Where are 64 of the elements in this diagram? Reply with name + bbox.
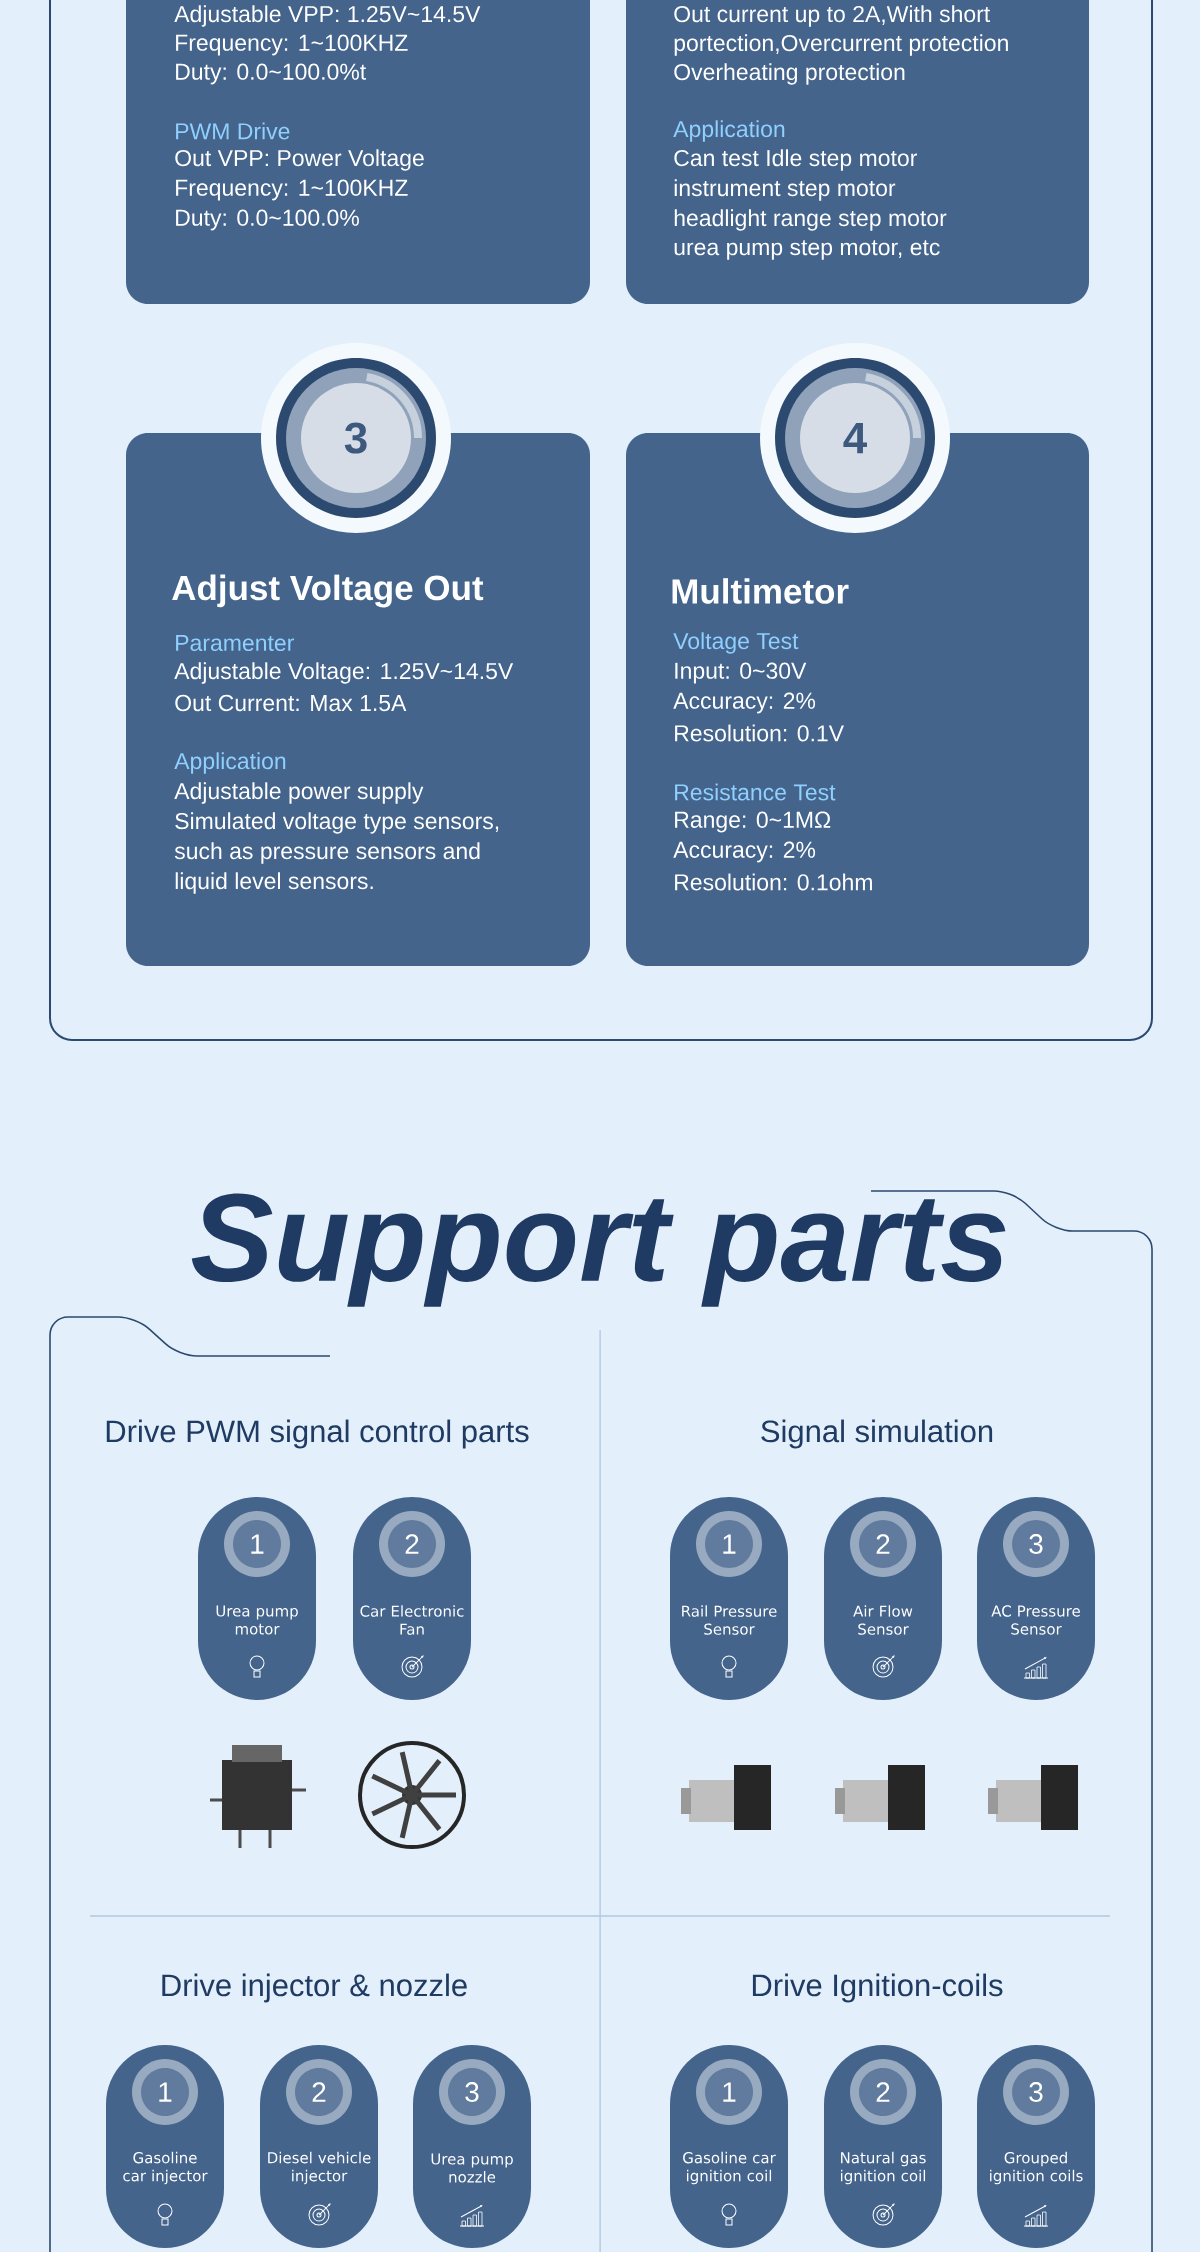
spec-text: portection,Overcurrent protection [674,34,1008,56]
part-label: Diesel vehicle injector [268,2151,371,2185]
part-card [413,2045,531,2249]
spec-text: Out Current: Max 1.5A [175,694,407,712]
part-card [106,2045,224,2249]
subheading: Application [174,752,286,774]
section-heading: Drive PWM signal control parts [106,1419,529,1449]
subheading: Paramenter [176,635,294,652]
spec-text: Duty: 0.0~100.0% [176,209,359,231]
spec-text: Duty: 0.0~100.0%t [176,63,366,85]
part-label: Air Flow Sensor [853,1605,913,1635]
part-label: Grouped ignition coils [990,2151,1083,2185]
section-heading: Drive injector & nozzle [162,1973,467,2003]
part-card [977,2045,1095,2249]
spec-text: headlight range step motor [674,209,947,231]
subheading: Application [673,120,785,142]
spec-text: instrument step motor [674,179,896,201]
card-title: Adjust Voltage Out [172,574,484,608]
spec-text: Frequency: 1~100KHZ [176,34,408,56]
part-card [977,1497,1095,1700]
part-card [353,1497,471,1700]
part-card [260,2045,378,2249]
spec-text: urea pump step motor, etc [674,240,940,260]
section-heading: Signal simulation [761,1419,993,1449]
page-title: Support parts [191,1193,1006,1307]
spec-text: Simulated voltage type sensors, [175,812,499,834]
section-heading: Drive Ignition-coils [752,1973,1003,2003]
part-label: Gasoline car injector [123,2151,208,2185]
part-label: Gasoline car ignition coil [683,2151,776,2185]
spec-text: Adjustable VPP: 1.25V~14.5V [174,5,481,27]
spec-text: Range: 0~1MΩ [675,811,831,833]
spec-text: Input: 0~30V [675,662,807,684]
subheading: Voltage Test [673,632,799,654]
number-badge: 4 [760,343,950,533]
part-card [198,1497,316,1700]
spec-card [126,0,590,304]
spec-text: Out current up to 2A,With short [674,5,991,27]
part-label: Rail Pressure Sensor [682,1605,777,1635]
subheading: PWM Drive [176,122,290,140]
spec-text: Can test Idle step motor [674,149,917,171]
part-label: Car Electronic Fan [360,1605,464,1635]
part-label: Urea pump motor [216,1605,298,1635]
part-card [824,2045,942,2249]
spec-text: Resolution: 0.1V [675,724,844,742]
subheading: Resistance Test [675,783,836,801]
spec-text: Accuracy: 2% [673,841,816,863]
spec-text: Adjustable Voltage: 1.25V~14.5V [174,662,514,684]
spec-text: Resolution: 0.1ohm [675,873,872,891]
spec-text: Out VPP: Power Voltage [175,149,424,171]
number-badge: 3 [261,343,451,533]
card-title: Multimetor [672,578,849,604]
part-label: Natural gas ignition coil [841,2151,926,2185]
part-label: Urea pump nozzle [431,2153,513,2183]
part-label: AC Pressure Sensor [991,1605,1080,1635]
spec-text: liquid level sensors. [175,872,373,894]
spec-text: Accuracy: 2% [673,692,816,714]
spec-card [626,0,1089,304]
spec-text: Adjustable power supply [174,782,424,804]
spec-text: Overheating protection [674,63,905,85]
spec-text: Frequency: 1~100KHZ [176,179,408,201]
part-card [824,1497,942,1700]
part-card [670,1497,788,1700]
part-card [670,2045,788,2249]
spec-text: such as pressure sensors and [174,842,480,864]
